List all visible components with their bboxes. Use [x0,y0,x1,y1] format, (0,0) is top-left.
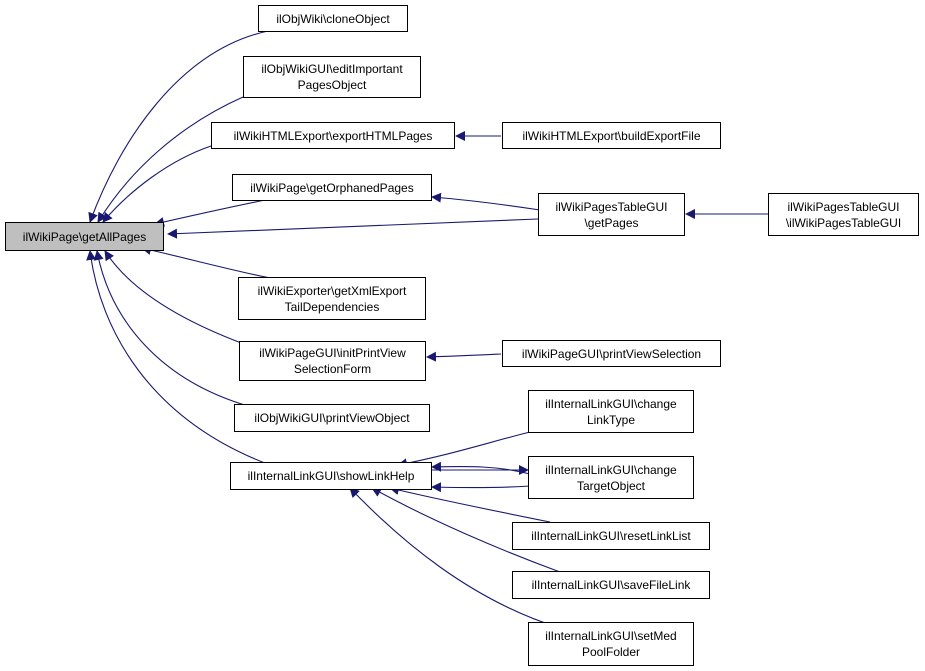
node-setmedpoolfolder[interactable]: ilInternalLinkGUI\setMed PoolFolder [528,622,694,666]
edge-tablegetpages-to-orphaned [431,192,541,211]
node-label: ilWikiPageGUI\printViewSelection [521,346,702,361]
node-label: ilWikiHTMLExport\buildExportFile [522,128,701,143]
node-getorphanedpages[interactable]: ilWikiPage\getOrphanedPages [232,174,432,201]
node-resetlinklist[interactable]: ilInternalLinkGUI\resetLinkList [512,522,710,550]
edge-editimportant-to-root [97,96,244,223]
node-cloneobject[interactable]: ilObjWiki\cloneObject [258,5,408,32]
edge-setmedpool-to-showlinkhelp [349,487,561,629]
node-printviewselection[interactable]: ilWikiPageGUI\printViewSelection [502,340,721,367]
node-label: ilObjWiki\cloneObject [276,11,390,26]
node-label: ilWikiHTMLExport\exportHTMLPages [233,128,433,143]
node-label: ilWikiPageGUI\initPrintView SelectionFor… [259,346,406,376]
node-label: ilInternalLinkGUI\showLinkHelp [247,469,415,483]
edge-tablegetpages-to-root [167,218,539,239]
node-label: ilInternalLinkGUI\resetLinkList [531,529,691,543]
edge-changelinktype-to-showlinkhelp [397,431,531,469]
node-editimportantpagesobject[interactable]: ilObjWikiGUI\editImportant PagesObject [243,56,421,98]
node-changetargetobject[interactable]: ilInternalLinkGUI\change TargetObject [528,456,694,499]
node-tablegui-constructor[interactable]: ilWikiPagesTableGUI \ilWikiPagesTableGUI [768,193,919,236]
node-label: ilObjWikiGUI\editImportant PagesObject [261,62,403,92]
node-label: ilInternalLinkGUI\saveFileLink [531,578,691,592]
node-label: ilWikiPagesTableGUI \ilWikiPagesTableGUI [785,199,902,230]
edge-exporthtml-to-root [102,145,212,223]
edge-changetarget-to-showlinkhelp-b [431,482,531,493]
node-label: ilInternalLinkGUI\setMed PoolFolder [545,629,677,659]
node-label: ilWikiPagesTableGUI \getPages [555,199,668,230]
edge-xmlexport-to-root [141,245,271,279]
node-tablegui-getpages[interactable]: ilWikiPagesTableGUI \getPages [538,193,685,236]
node-changelinktype[interactable]: ilInternalLinkGUI\change LinkType [528,390,694,433]
edge-showlinkhelp-to-root [86,250,271,466]
edge-printviewobject-to-root [93,250,249,407]
node-label: ilWikiPage\getAllPages [22,229,147,244]
edge-resetlinklist-to-showlinkhelp [389,485,551,523]
node-label: ilObjWikiGUI\printViewObject [254,411,410,425]
node-initprintviewselectionform[interactable]: ilWikiPageGUI\initPrintView SelectionFor… [239,341,426,381]
node-printviewobject[interactable]: ilObjWikiGUI\printViewObject [234,404,430,432]
node-buildexportfile[interactable]: ilWikiHTMLExport\buildExportFile [502,122,721,149]
node-label: ilInternalLinkGUI\change LinkType [545,396,677,427]
node-label: ilWikiExporter\getXmlExport TailDependen… [257,283,407,314]
node-getxmlexporttaildependencies[interactable]: ilWikiExporter\getXmlExport TailDependen… [238,277,426,320]
edge-clone-to-root [88,30,269,223]
edge-printviewselection-to-initprint [426,351,502,362]
node-label: ilInternalLinkGUI\change TargetObject [545,462,677,493]
edge-initprint-to-root [104,250,245,345]
edge-orphaned-to-root [154,198,271,227]
node-exporthtmlpages[interactable]: ilWikiHTMLExport\exportHTMLPages [211,122,455,149]
node-savefilelink[interactable]: ilInternalLinkGUI\saveFileLink [512,571,710,599]
node-showlinkhelp[interactable]: ilInternalLinkGUI\showLinkHelp [230,462,432,490]
node-label: ilWikiPage\getOrphanedPages [250,180,414,195]
edge-savefilelink-to-showlinkhelp [371,487,561,573]
node-getallpages: ilWikiPage\getAllPages [5,222,164,251]
